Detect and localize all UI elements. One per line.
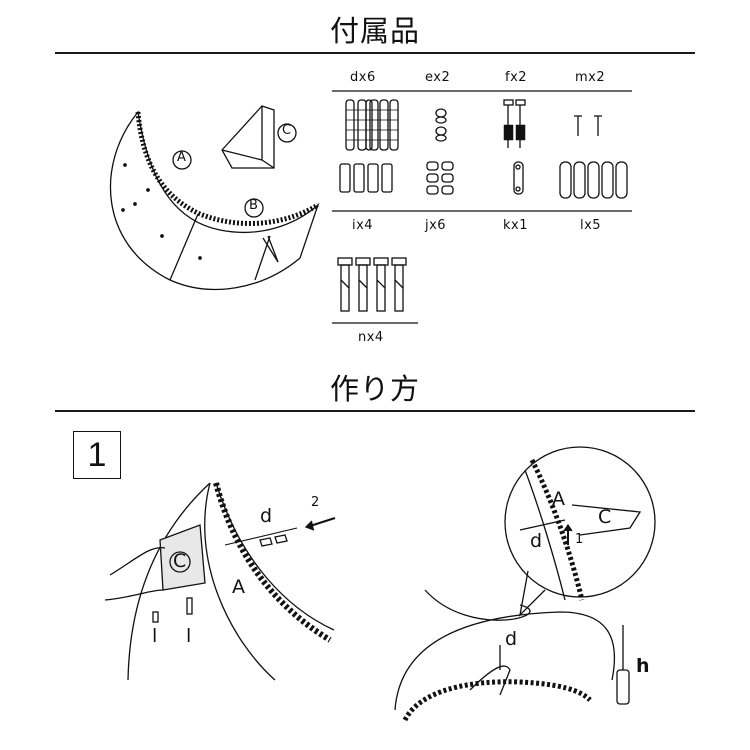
hole: [133, 202, 137, 206]
screwdriver-h-label: h: [636, 655, 650, 677]
howto-heading: 作り方: [329, 372, 420, 406]
detail-callout: [504, 446, 656, 617]
step1-left-illustration: [104, 482, 336, 681]
screw-m-group: [574, 115, 602, 136]
hardware-label-j: jx6: [425, 218, 447, 233]
hardware-label-n: nx4: [358, 330, 384, 345]
seam-a-b: [169, 213, 199, 281]
bracket-c-edge: [221, 106, 275, 169]
callout-a-label: A: [552, 488, 565, 510]
step1-left-l1-label: l: [152, 625, 158, 647]
part-c-label: C: [282, 123, 292, 138]
seam-b-b: [254, 235, 271, 281]
hardware-label-i: ix4: [352, 218, 374, 233]
bracket-c-outline: [221, 105, 275, 169]
step1-left-c-label: C: [173, 550, 187, 572]
hole: [121, 208, 125, 212]
step-number-box: 1: [73, 431, 121, 479]
cap-j-group: [426, 161, 454, 195]
label-circle-b: [244, 198, 264, 218]
callout-c-label: C: [598, 506, 612, 528]
anchor-d-group: [345, 99, 399, 151]
accessories-divider: [55, 52, 695, 54]
shell-rim: [135, 111, 320, 226]
support-tab: [262, 235, 279, 263]
label-circle-c: [277, 123, 297, 143]
callout-arrow-number: 1: [575, 532, 584, 547]
link-k: [513, 161, 524, 195]
hole: [198, 256, 202, 260]
step1-left-arrow-number: 2: [311, 495, 320, 510]
cap-e-group: [435, 108, 447, 142]
hardware-label-e: ex2: [425, 70, 451, 85]
hole: [146, 188, 150, 192]
part-a-label: A: [177, 150, 187, 165]
step1-left-d-label: d: [260, 505, 273, 527]
hole: [160, 234, 164, 238]
hardware-label-k: kx1: [503, 218, 528, 233]
hole: [123, 163, 127, 167]
plug-i-group: [339, 163, 393, 193]
howto-divider: [55, 410, 695, 412]
bolt-f-group: [503, 99, 526, 148]
hardware-label-f: fx2: [505, 70, 528, 85]
plug-l-group: [559, 161, 628, 199]
hardware-label-l: lx5: [580, 218, 602, 233]
step1-left-l2-label: l: [186, 625, 192, 647]
toggle-bolt-n-group: [337, 257, 407, 312]
accessories-heading: 付属品: [329, 14, 420, 48]
callout-d-label: d: [530, 530, 543, 552]
label-circle-a: [172, 150, 192, 170]
step1-left-a-label: A: [232, 576, 245, 598]
hardware-label-d: dx6: [350, 70, 376, 85]
shell-part-outline: [109, 110, 320, 290]
step1-right-d-label: d: [505, 628, 518, 650]
hardware-label-m: mx2: [575, 70, 606, 85]
step1-right-illustration: [394, 589, 630, 722]
part-b-label: B: [249, 198, 259, 213]
